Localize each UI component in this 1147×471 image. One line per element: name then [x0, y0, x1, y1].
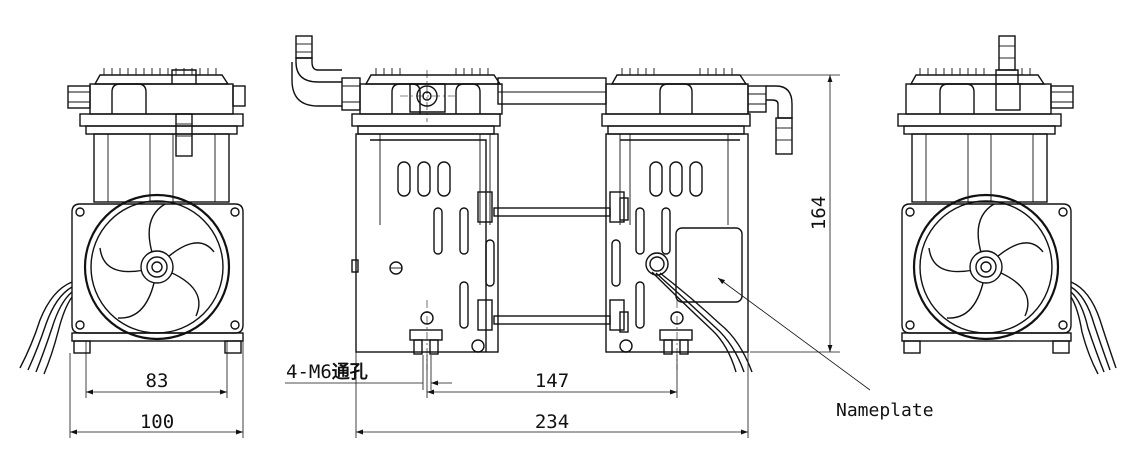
- dim-total-length: 234: [535, 411, 569, 433]
- dim-base-width: 100: [140, 411, 174, 433]
- dim-hole-spacing: 147: [535, 370, 569, 392]
- left-side-view: [19, 68, 246, 438]
- holes-type: 通孔: [332, 362, 368, 383]
- front-view: [285, 35, 871, 438]
- dim-height: 164: [808, 196, 830, 230]
- holes-spec: 4-M6: [286, 361, 332, 383]
- holes-callout: 4-M6通孔: [286, 361, 368, 383]
- nameplate-label: Nameplate: [836, 400, 934, 421]
- right-side-view: [897, 35, 1117, 375]
- dim-fan-width: 83: [146, 370, 169, 392]
